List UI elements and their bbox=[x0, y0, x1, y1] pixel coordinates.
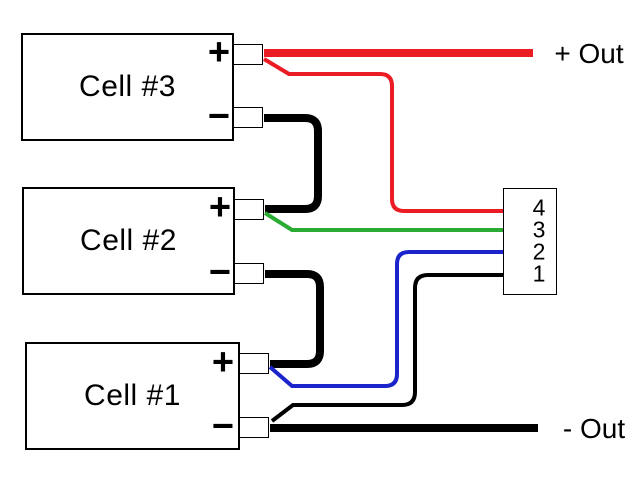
cell-3-minus-terminal-tab bbox=[233, 107, 263, 128]
cell-3-minus-label: − bbox=[207, 95, 231, 138]
connector-box bbox=[503, 188, 557, 295]
cell-1-plus-terminal-tab bbox=[239, 353, 269, 374]
connector-pin-3-label: 3 bbox=[532, 216, 546, 243]
cell-2-plus-terminal-tab bbox=[234, 199, 264, 220]
cell-3-box: Cell #3 bbox=[21, 33, 234, 141]
wire-series-link-cell2-cell1 bbox=[265, 270, 324, 368]
cell-2-minus-label: − bbox=[208, 251, 232, 294]
connector-pin-1-label: 1 bbox=[532, 260, 546, 287]
wire-pin2-blue bbox=[268, 250, 503, 388]
cell-1-minus-terminal-tab bbox=[239, 417, 269, 438]
wire-pin1-black bbox=[270, 273, 503, 423]
cell-3-label: Cell #3 bbox=[79, 70, 176, 103]
cell-1-box: Cell #1 bbox=[25, 342, 240, 450]
connector-pin-4-label: 4 bbox=[532, 194, 546, 221]
cell-2-minus-terminal-tab bbox=[234, 263, 264, 284]
cell-1-label: Cell #1 bbox=[84, 379, 181, 412]
cell-2-box: Cell #2 bbox=[22, 187, 235, 295]
cell-3-plus-label: + bbox=[207, 31, 231, 74]
negative-output-label: - Out bbox=[562, 413, 626, 444]
cell-1-minus-label: − bbox=[211, 405, 235, 448]
wire-pin4-red bbox=[262, 57, 503, 213]
wire-pin3-green bbox=[263, 211, 503, 232]
cell-2-label: Cell #2 bbox=[80, 224, 177, 257]
cell-2-plus-label: + bbox=[208, 186, 232, 229]
cell-3-plus-terminal-tab bbox=[233, 44, 263, 65]
connector-pin-2-label: 2 bbox=[532, 238, 546, 265]
cell-1-plus-label: + bbox=[211, 341, 235, 384]
positive-output-label: + Out bbox=[554, 38, 624, 69]
wire-series-link-cell3-cell2 bbox=[264, 114, 322, 213]
